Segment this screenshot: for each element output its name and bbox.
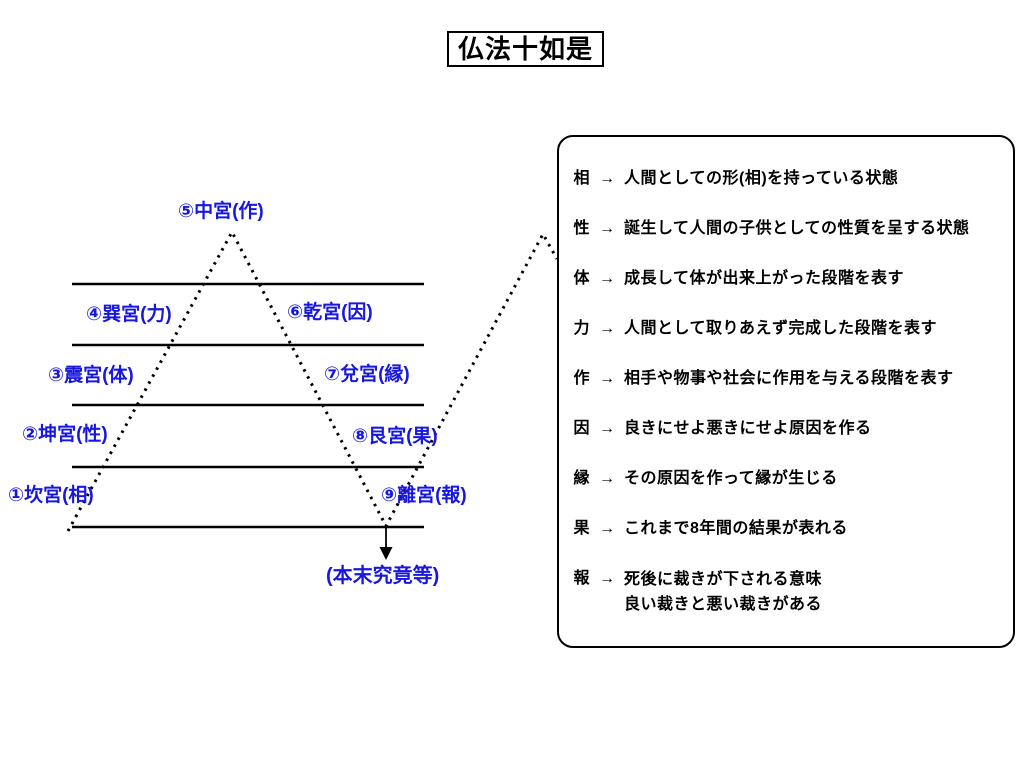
arrow-glyph: → — [599, 320, 615, 337]
legend-term: 果 — [573, 520, 590, 537]
legend-term: 作 — [573, 370, 590, 387]
station-label-8: ⑧艮宮(果) — [352, 426, 438, 447]
legend-term: 相 — [573, 170, 590, 187]
legend-desc: 誕生して人間の子供としての性質を呈する状態 — [624, 220, 970, 237]
station-label-6: ⑥乾宮(因) — [287, 302, 373, 323]
arrow-glyph: → — [599, 170, 615, 187]
station-label-3: ③震宮(体) — [48, 365, 134, 386]
legend-row-ho: 報 → 死後に裁きが下される意味 良い裁きと悪い裁きがある — [573, 567, 822, 617]
legend-term: 体 — [573, 270, 590, 287]
page-title: 仏法十如是 — [447, 31, 605, 67]
strata-lines — [72, 282, 424, 529]
station-label-4: ④巽宮(力) — [86, 304, 172, 325]
legend-row-tai: 体 → 成長して体が出来上がった段階を表す — [573, 267, 904, 290]
legend-desc: 死後に裁きが下される意味 — [624, 571, 823, 588]
down-arrow — [379, 527, 393, 560]
legend-term: 報 — [573, 570, 590, 587]
legend-term: 縁 — [573, 470, 590, 487]
legend-row-in: 因 → 良きにせよ悪きにせよ原因を作る — [573, 417, 872, 440]
legend-row-sa: 作 → 相手や物事や社会に作用を与える段階を表す — [573, 367, 954, 390]
station-label-2: ②坤宮(性) — [22, 424, 108, 445]
legend-row-riki: 力 → 人間として取りあえず完成した段階を表す — [573, 317, 937, 340]
arrow-glyph: → — [599, 570, 615, 587]
arrow-glyph: → — [599, 370, 615, 387]
legend-desc-line2: 良い裁きと悪い裁きがある — [624, 596, 823, 613]
legend-desc: 人間として取りあえず完成した段階を表す — [624, 320, 938, 337]
legend-row-en: 縁 → その原因を作って縁が生じる — [573, 467, 838, 490]
legend-row-sho: 性 → 誕生して人間の子供としての性質を呈する状態 — [573, 217, 970, 240]
station-label-5: ⑤中宮(作) — [178, 201, 264, 222]
legend-box: 相 → 人間としての形(相)を持っている状態 性 → 誕生して人間の子供としての… — [557, 135, 1015, 648]
legend-desc: 良きにせよ悪きにせよ原因を作る — [624, 420, 872, 437]
legend-desc-multiline: 死後に裁きが下される意味 良い裁きと悪い裁きがある — [624, 567, 822, 617]
legend-desc: 相手や物事や社会に作用を与える段階を表す — [624, 370, 954, 387]
legend-term: 力 — [573, 320, 590, 337]
legend-desc: その原因を作って縁が生じる — [624, 470, 838, 487]
legend-row-ka: 果 → これまで8年間の結果が表れる — [573, 517, 848, 540]
legend-term: 因 — [573, 420, 590, 437]
arrow-glyph: → — [599, 470, 615, 487]
legend-desc: これまで8年間の結果が表れる — [624, 520, 848, 537]
bottom-label: (本末究竟等) — [326, 565, 440, 587]
station-label-9: ⑨離宮(報) — [381, 485, 467, 506]
station-label-7: ⑦兌宮(縁) — [324, 364, 410, 385]
arrow-glyph: → — [599, 520, 615, 537]
arrow-glyph: → — [599, 420, 615, 437]
zigzag-dotted-line — [66, 228, 559, 532]
station-label-1: ①坎宮(相) — [8, 485, 94, 506]
arrow-glyph: → — [599, 270, 615, 287]
legend-row-so: 相 → 人間としての形(相)を持っている状態 — [573, 167, 898, 190]
arrow-glyph: → — [599, 220, 615, 237]
legend-desc: 成長して体が出来上がった段階を表す — [624, 270, 905, 287]
legend-term: 性 — [573, 220, 590, 237]
legend-desc: 人間としての形(相)を持っている状態 — [624, 170, 899, 187]
